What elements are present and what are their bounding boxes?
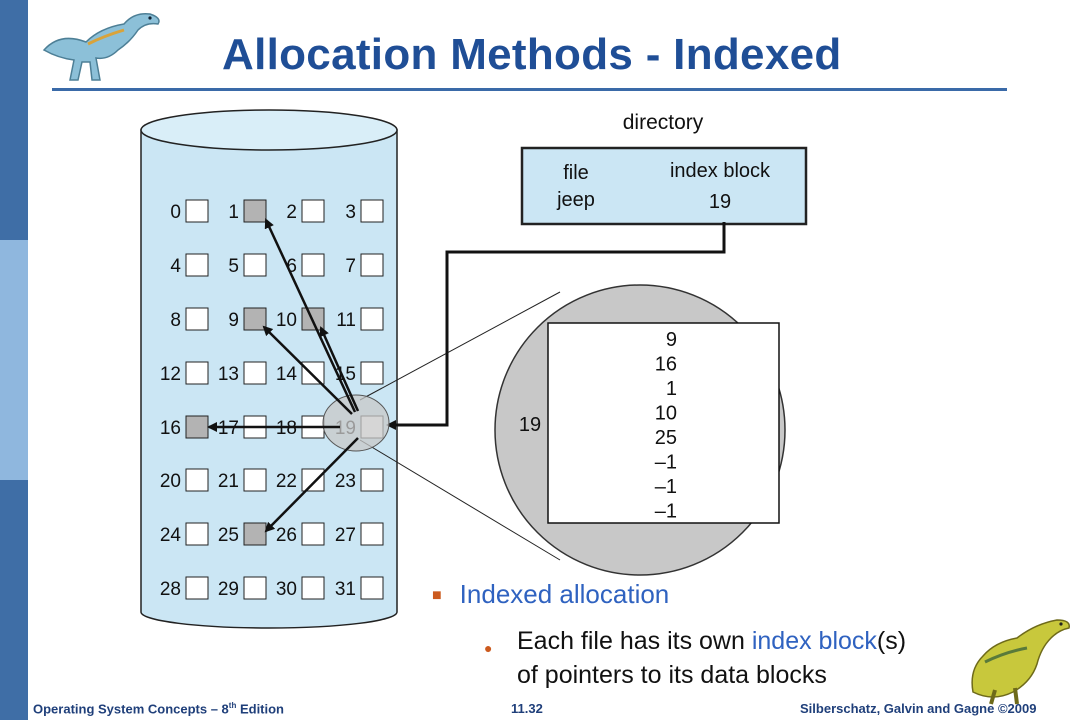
footer-page-number: 11.32 xyxy=(511,701,543,716)
index-block-entry: 10 xyxy=(655,403,677,425)
block-number-label: 11 xyxy=(336,310,356,331)
disk-block-used xyxy=(186,416,208,438)
directory-index-value: 19 xyxy=(709,191,731,213)
disk-block xyxy=(361,523,383,545)
index-block-entry: –1 xyxy=(655,501,677,523)
disk-block xyxy=(244,469,266,491)
sub-bullet-suffix: (s) xyxy=(877,627,906,655)
disk-block xyxy=(361,200,383,222)
disk-block xyxy=(186,200,208,222)
disk-block xyxy=(361,254,383,276)
bullet-indexed-allocation: ■ Indexed allocation xyxy=(432,579,669,610)
sub-bullet-line-1: Each file has its own index block(s) xyxy=(517,624,906,658)
square-bullet-icon: ■ xyxy=(432,587,442,604)
disk-block xyxy=(361,469,383,491)
block-number-label: 14 xyxy=(276,364,298,385)
disk-block xyxy=(302,200,324,222)
block-number-label: 22 xyxy=(276,471,297,492)
disk-block xyxy=(186,362,208,384)
block-number-label: 25 xyxy=(218,525,239,546)
block-number-label: 16 xyxy=(160,418,181,439)
disk-block xyxy=(186,523,208,545)
disk-block xyxy=(302,254,324,276)
block-number-label: 18 xyxy=(276,418,297,439)
disk-block-used xyxy=(244,523,266,545)
directory-label: directory xyxy=(623,111,704,134)
block-number-label: 27 xyxy=(335,525,356,546)
block-number-label: 31 xyxy=(335,579,356,600)
disk-block xyxy=(361,577,383,599)
block-number-label: 2 xyxy=(286,202,297,223)
block-number-label: 28 xyxy=(160,579,181,600)
directory-file-name: jeep xyxy=(556,189,595,211)
disk-block xyxy=(244,254,266,276)
index-block-entry: –1 xyxy=(655,452,677,474)
block-number-label: 20 xyxy=(160,471,181,492)
block-number-label: 23 xyxy=(335,471,356,492)
disk-block xyxy=(302,469,324,491)
disk-block xyxy=(186,469,208,491)
index-block-number: 19 xyxy=(519,414,541,436)
disk-block xyxy=(302,523,324,545)
disk-block-used xyxy=(244,200,266,222)
index-block-entry: 9 xyxy=(666,329,677,351)
block-number-label: 21 xyxy=(218,471,239,492)
footer-left-suffix: Edition xyxy=(236,701,284,716)
block-number-label: 4 xyxy=(170,256,181,277)
disk-block xyxy=(244,577,266,599)
block-number-label: 5 xyxy=(228,256,239,277)
footer-left-prefix: Operating System Concepts – 8 xyxy=(33,701,229,716)
block-number-label: 1 xyxy=(228,202,239,223)
footer-book-title: Operating System Concepts – 8th Edition xyxy=(33,701,284,716)
index-block-entry: 16 xyxy=(655,354,677,376)
block-number-label: 9 xyxy=(228,310,239,331)
dinosaur-mascot-icon xyxy=(965,612,1077,706)
disk-block xyxy=(302,362,324,384)
block-number-label: 7 xyxy=(345,256,356,277)
block-number-label: 24 xyxy=(160,525,182,546)
index-block-entry: –1 xyxy=(655,476,677,498)
block-number-label: 0 xyxy=(170,202,181,223)
block-number-label: 3 xyxy=(345,202,356,223)
directory-file-header: file xyxy=(563,162,589,184)
block-number-label: 10 xyxy=(276,310,297,331)
block-number-label: 29 xyxy=(218,579,239,600)
block-number-label: 8 xyxy=(170,310,181,331)
index-block-entry: 1 xyxy=(666,378,677,400)
disk-block xyxy=(361,308,383,330)
block-number-label: 30 xyxy=(276,579,297,600)
block-number-label: 12 xyxy=(160,364,181,385)
index-block-entry: 25 xyxy=(655,427,677,449)
disk-block-used xyxy=(244,308,266,330)
block-number-label: 26 xyxy=(276,525,297,546)
sub-bullet-prefix: Each file has its own xyxy=(517,627,752,655)
disk-block xyxy=(244,362,266,384)
bullet-main-text: Indexed allocation xyxy=(460,579,670,609)
round-bullet-icon: ● xyxy=(484,631,492,665)
directory-index-header: index block xyxy=(670,160,771,182)
sub-bullet-line-2: of pointers to its data blocks xyxy=(517,658,906,692)
disk-block xyxy=(361,362,383,384)
block-number-label: 17 xyxy=(218,418,239,439)
block-number-label: 13 xyxy=(218,364,239,385)
disk-block xyxy=(186,254,208,276)
disk-block xyxy=(186,308,208,330)
block-19-highlight xyxy=(323,395,389,451)
bullet-index-block-description: ● Each file has its own index block(s) o… xyxy=(484,624,906,692)
disk-block xyxy=(302,577,324,599)
disk-block xyxy=(186,577,208,599)
sub-bullet-highlight: index block xyxy=(752,627,877,655)
footer-copyright: Silberschatz, Galvin and Gagne ©2009 xyxy=(800,701,1036,716)
